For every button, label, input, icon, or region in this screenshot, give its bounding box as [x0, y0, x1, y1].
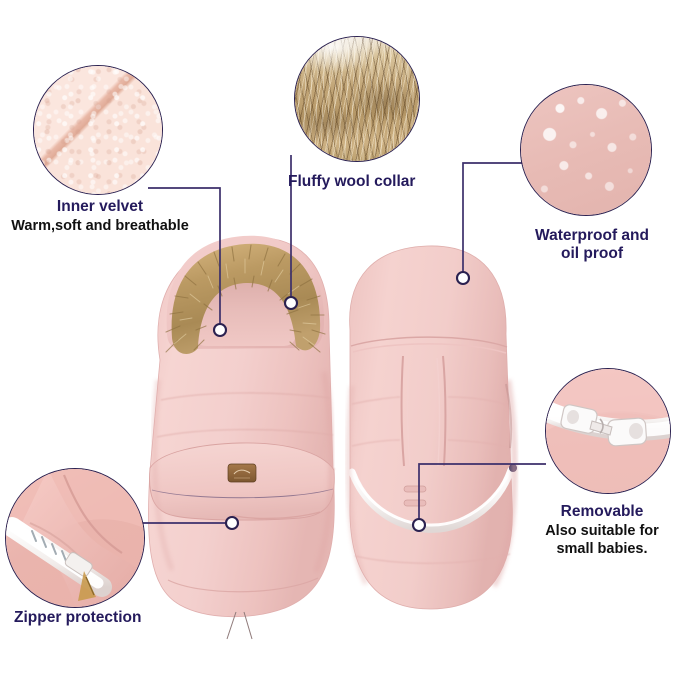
callout-circle-inner-velvet [33, 65, 163, 195]
callout-circle-fluffy-wool-collar [294, 36, 420, 162]
footmuff-front-view [148, 235, 336, 640]
zipper-swatch-icon [6, 469, 144, 607]
buckle-swatch-icon [546, 369, 670, 493]
leather-logo-patch [227, 463, 257, 483]
label-subtitle-inner-velvet: Warm,soft and breathable [11, 218, 189, 235]
label-title-inner-velvet: Inner velvet [56, 198, 144, 215]
label-title-waterproof: Waterproof and oil proof [535, 227, 649, 263]
label-zipper-protection: Zipper protection [14, 609, 234, 627]
fur-swatch-icon [295, 37, 419, 161]
label-inner-velvet: Inner velvet Warm,soft and breathable [4, 198, 196, 236]
label-removable: Removable Also suitable for small babies… [528, 503, 676, 558]
callout-circle-zipper-protection [5, 468, 145, 608]
label-title-fluffy-wool-collar: Fluffy wool collar [288, 173, 416, 190]
label-fluffy-wool-collar: Fluffy wool collar [288, 173, 478, 191]
label-subtitle-removable: Also suitable for small babies. [545, 523, 659, 557]
footmuff-back-view [346, 245, 518, 610]
water-droplet-swatch-icon [521, 85, 651, 215]
harness-strap-slots [400, 355, 447, 467]
velvet-swatch-icon [34, 66, 162, 194]
label-waterproof: Waterproof and oil proof [511, 227, 673, 264]
label-title-zipper-protection: Zipper protection [14, 609, 142, 626]
callout-circle-waterproof [520, 84, 652, 216]
callout-circle-removable [545, 368, 671, 494]
label-title-removable: Removable [560, 503, 644, 520]
